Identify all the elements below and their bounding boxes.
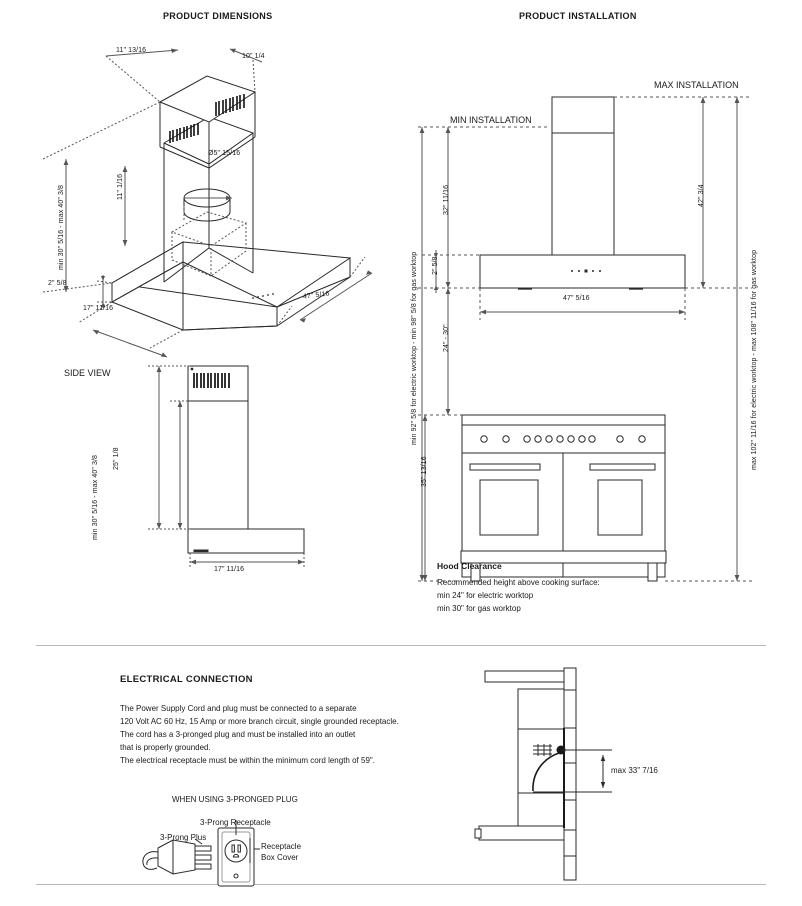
- box-cover-label-line-2: Box Cover: [261, 853, 299, 862]
- hood-clearance-line-3: min 30" for gas worktop: [437, 604, 521, 613]
- product-installation-title: PRODUCT INSTALLATION: [519, 11, 637, 21]
- installation-elevation-drawing: [418, 96, 752, 582]
- dim-range-height: 35" 13/16: [421, 456, 428, 487]
- electrical-body-line-5: The electrical receptacle must be within…: [120, 756, 375, 765]
- side-view-depth: 17" 11/16: [214, 566, 245, 573]
- electrical-body-line-4: that is properly grounded.: [120, 743, 211, 752]
- electrical-connection-title: ELECTRICAL CONNECTION: [120, 674, 253, 685]
- dim-min-chimney: 32" 11/16: [443, 184, 450, 215]
- plug-diagram-title: WHEN USING 3-PRONGED PLUG: [172, 795, 298, 804]
- electrical-body-line-1: The Power Supply Cord and plug must be c…: [120, 704, 357, 713]
- box-cover-label-line-1: Receptacle: [261, 842, 302, 851]
- side-view-body-height: 25" 1/8: [113, 447, 120, 470]
- plug-and-receptacle-drawing: [142, 820, 260, 887]
- dim-canopy-height: 2" 5/8: [48, 280, 67, 287]
- product-dimensions-title: PRODUCT DIMENSIONS: [163, 11, 273, 21]
- side-view-drawing: [148, 365, 305, 567]
- dim-install-hood-width: 47" 5/16: [563, 295, 590, 302]
- plug-label: 3-Prong Plus: [160, 833, 207, 842]
- dim-cord-height: max 33" 7/16: [611, 766, 658, 775]
- electrical-body-line-2: 120 Volt AC 60 Hz, 15 Amp or more branch…: [120, 717, 399, 726]
- hood-clearance-line-1: Recommended height above cooking surface…: [437, 578, 600, 587]
- wall-section-drawing: [474, 667, 612, 881]
- dim-chimney-height: 11" 1/16: [117, 173, 124, 200]
- side-view-overall-height: min 30" 5/16 - max 40" 3/8: [92, 454, 99, 540]
- hood-clearance-heading: Hood Clearance: [437, 561, 502, 571]
- dim-max-chimney: 42" 3/4: [698, 184, 705, 207]
- max-installation-label: MAX INSTALLATION: [654, 80, 739, 90]
- dim-install-canopy-height: 2" 5/8: [432, 256, 439, 275]
- dim-canopy-depth: 17" 11/16: [83, 305, 114, 312]
- min-installation-label: MIN INSTALLATION: [450, 115, 532, 125]
- dim-max-total: max 102" 11/16 for electric worktop - ma…: [751, 249, 758, 470]
- dim-clearance-range: 24" - 30": [443, 324, 450, 352]
- dim-top-right-width: 10" 1/4: [242, 53, 265, 60]
- electrical-body-line-3: The cord has a 3-pronged plug and must b…: [120, 730, 356, 739]
- hood-clearance-line-2: min 24" for electric worktop: [437, 591, 534, 600]
- divider-bottom: [36, 884, 766, 885]
- dim-min-total: min 92" 5/8 for electric worktop - min 9…: [411, 251, 418, 445]
- dim-duct-diameter: Ø5" 15/16: [208, 150, 241, 157]
- dim-top-left-depth: 11" 13/16: [116, 47, 147, 54]
- isometric-hood-drawing: [42, 48, 373, 358]
- side-view-title: SIDE VIEW: [64, 368, 111, 378]
- dim-overall-height: min 30" 5/16 - max 40" 3/8: [58, 184, 65, 270]
- receptacle-label: 3-Prong Receptacle: [200, 818, 271, 827]
- divider-top: [36, 645, 766, 646]
